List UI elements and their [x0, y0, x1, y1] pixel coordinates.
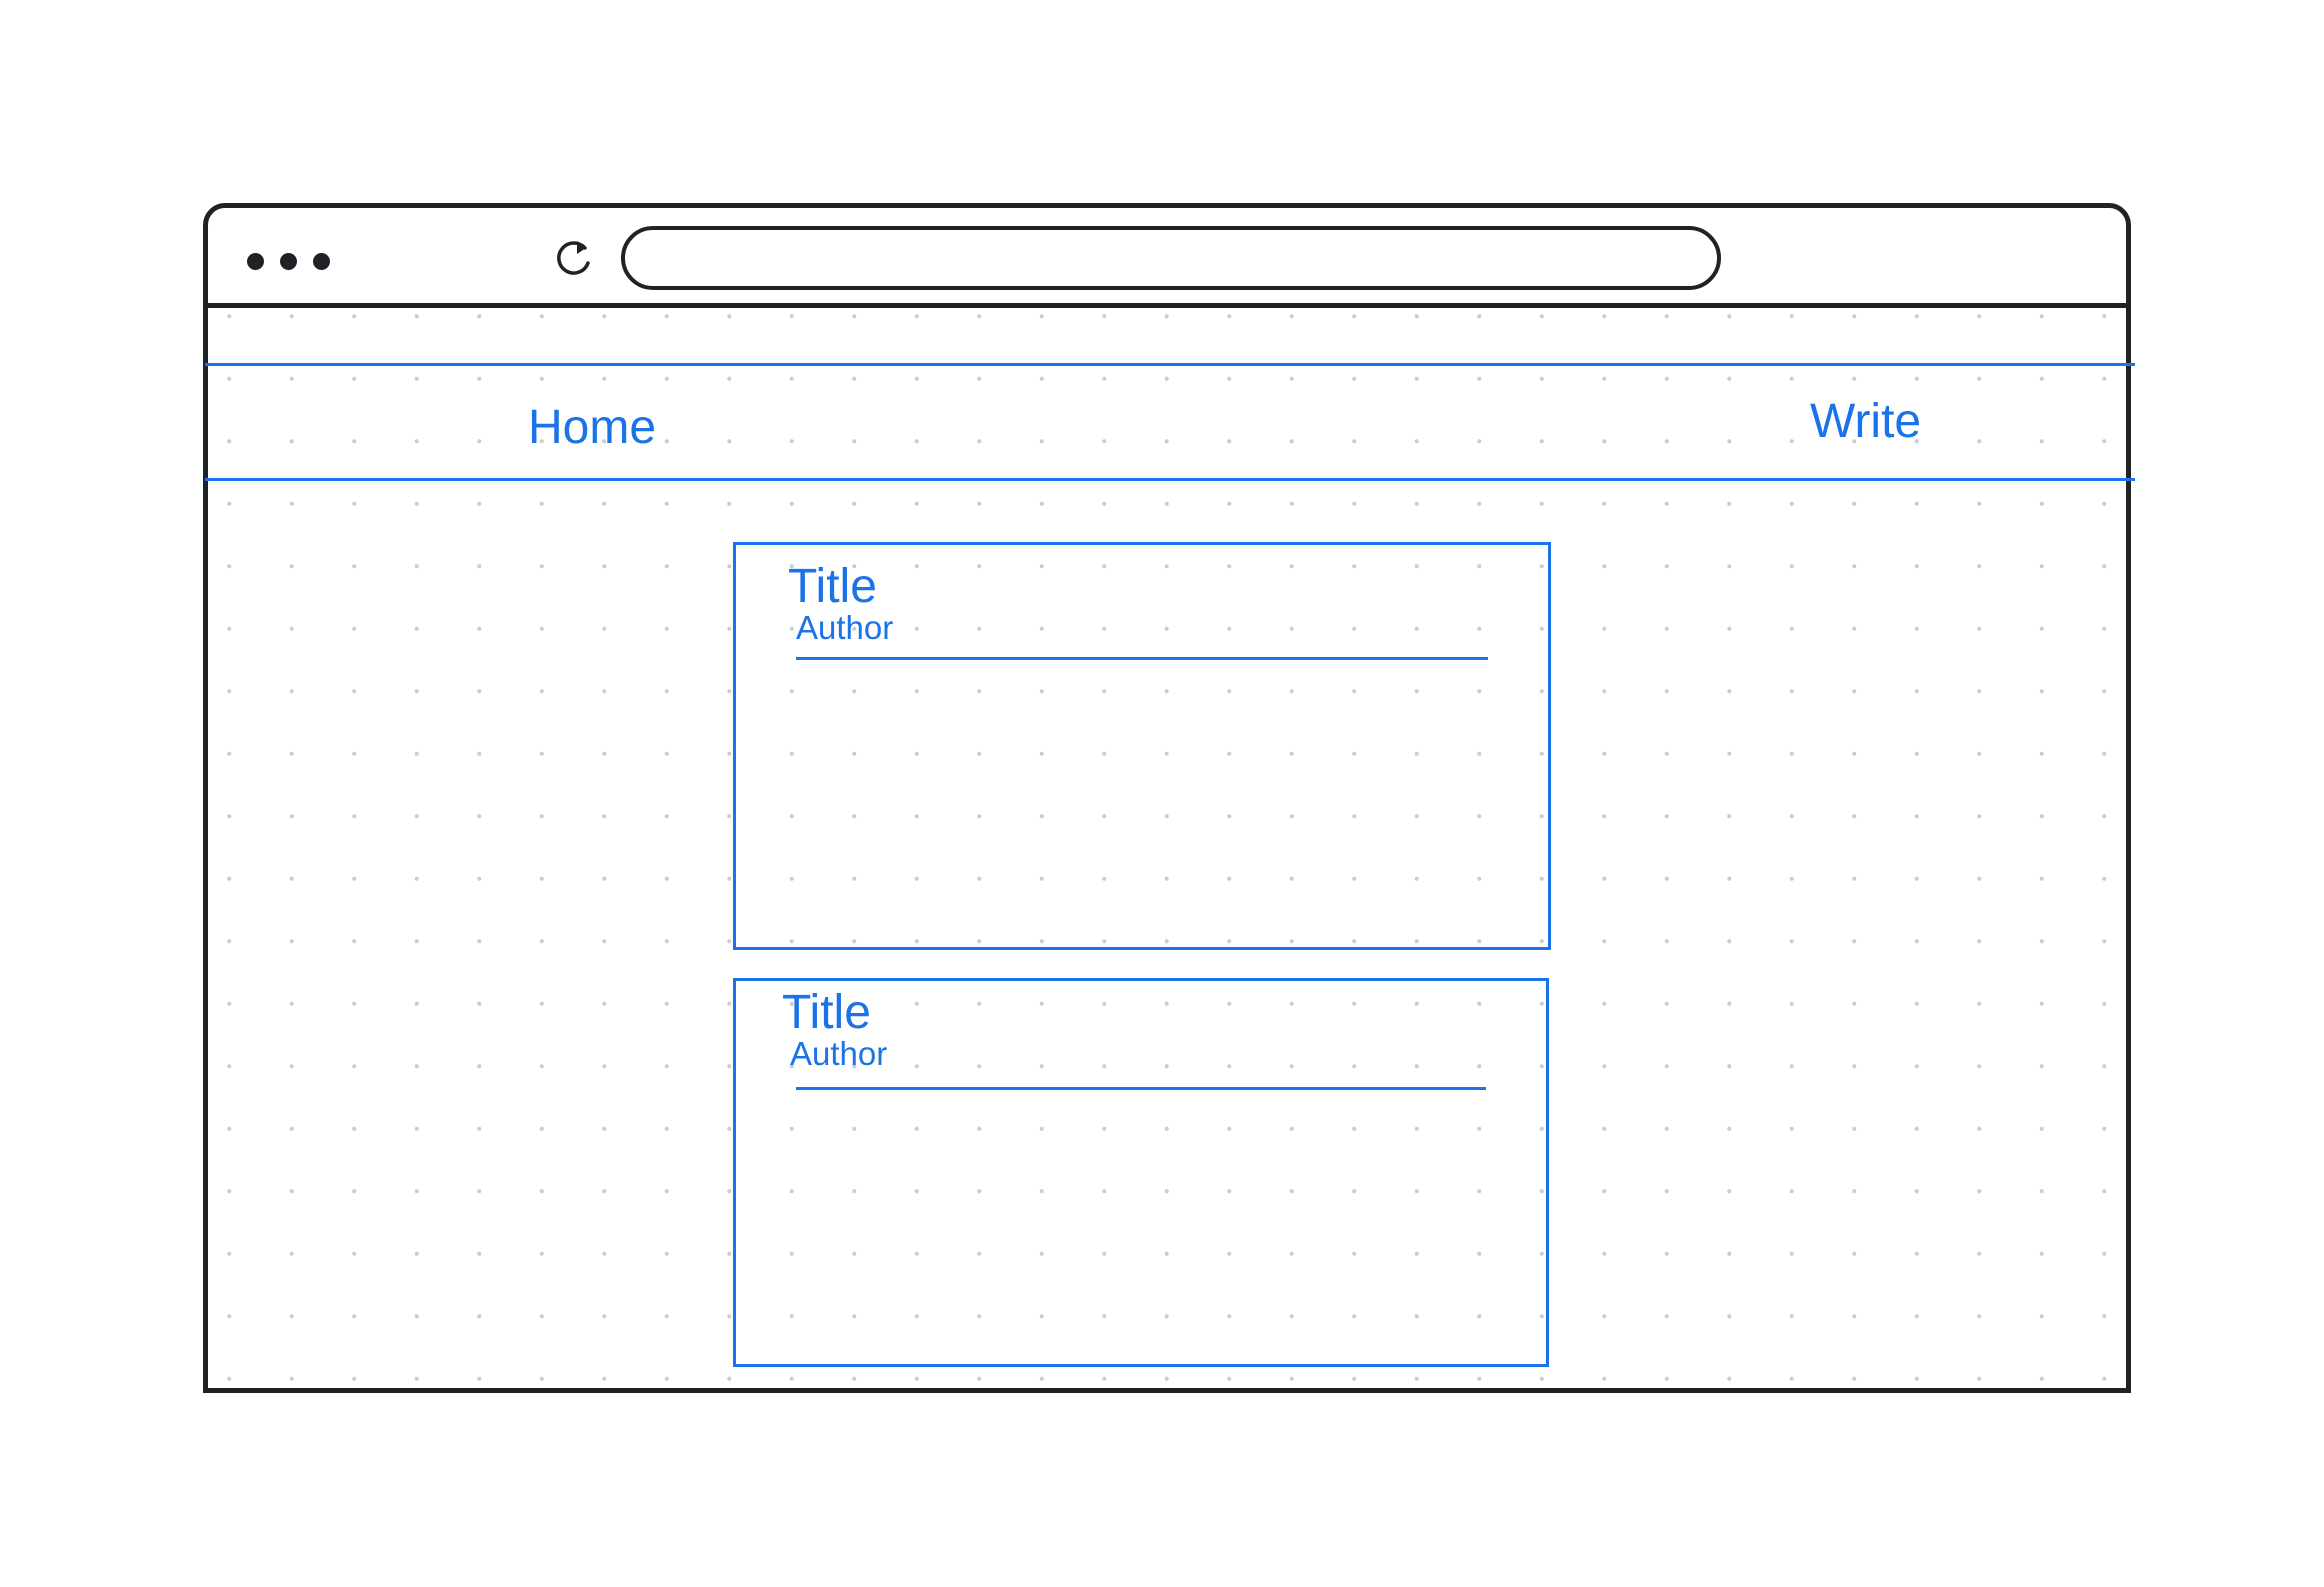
window-dot-1 [247, 253, 264, 270]
post-divider [796, 1087, 1486, 1090]
post-author: Author [796, 609, 894, 646]
nav-home-link[interactable]: Home [528, 401, 657, 454]
post-card[interactable]: Title Author [733, 978, 1549, 1367]
post-title: Title [782, 986, 871, 1039]
nav-bottom-line [205, 478, 2135, 481]
browser-window: Home Write Title Author Title Author [203, 203, 2135, 1393]
post-divider [796, 657, 1488, 660]
post-title: Title [788, 560, 877, 613]
post-author: Author [790, 1035, 888, 1072]
address-bar[interactable] [621, 226, 1721, 290]
nav-write-link[interactable]: Write [1810, 395, 1922, 448]
reload-icon[interactable] [552, 235, 596, 283]
browser-toolbar [208, 208, 2126, 308]
post-card[interactable]: Title Author [733, 542, 1551, 950]
window-dot-3 [313, 253, 330, 270]
page-canvas: Home Write Title Author Title Author [205, 308, 2135, 1388]
nav-top-line [205, 363, 2135, 366]
window-dot-2 [280, 253, 297, 270]
